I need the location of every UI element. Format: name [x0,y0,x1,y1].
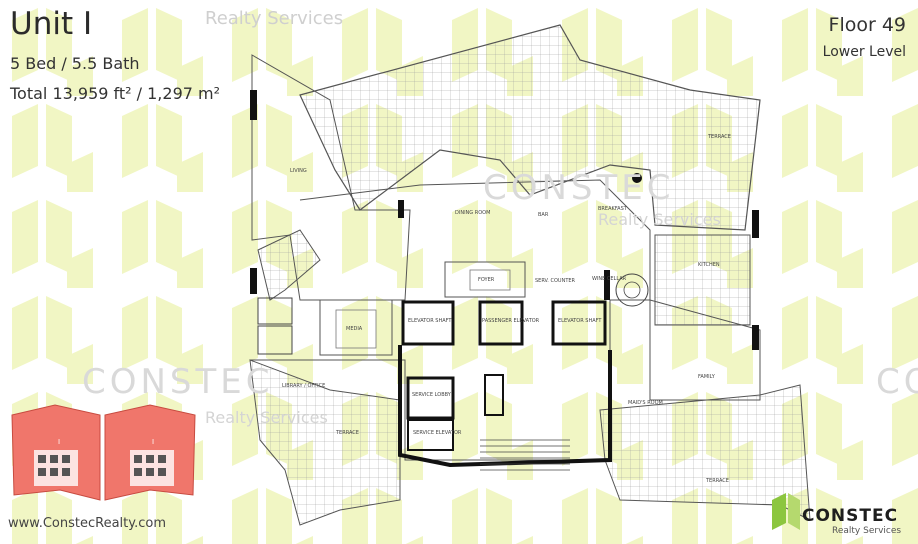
unit-title: Unit I [10,6,93,42]
room-label-service-lobby: SERVICE LOBBY [412,392,451,398]
room-label-service-elevator: SERVICE ELEVATOR [413,430,462,436]
room-label-library: LIBRARY / OFFICE [282,383,326,389]
room-label-terrace-top: TERRACE [708,134,731,140]
logo-name: CONSTEC [802,506,899,526]
watermark-constec-left: CONSTEC [82,362,274,402]
stairs [480,439,570,471]
room-label-serv-counter: SERV. COUNTER [535,278,576,284]
room-label-elevator-shaft-left: ELEVATOR SHAFT [408,318,452,324]
room-label-terrace-left: TERRACE [336,430,359,436]
room-label-breakfast: BREAKFAST [598,206,627,212]
keyplan-unit-label-left: I [58,438,61,446]
website-link[interactable]: www.ConstecRealty.com [8,516,166,531]
room-label-foyer: FOYER [478,277,495,283]
watermark-constec-right: CONSTEC [876,362,918,402]
room-label-kitchen: KITCHEN [698,262,720,268]
room-label-living: LIVING [290,168,307,174]
watermark-realty-services-center: Realty Services [598,210,721,229]
room-label-wine-cellar: WINE CELLAR [592,276,627,282]
bed-bath-count: 5 Bed / 5.5 Bath [10,54,140,73]
keyplan-unit-label-right: I [152,438,155,446]
room-label-dining: DINING ROOM [455,210,491,216]
floor-number: Floor 49 [828,14,906,36]
room-label-elevator-shaft-right: ELEVATOR SHAFT [558,318,602,324]
room-label-maids-room: MAID'S ROOM [628,400,663,406]
room-label-terrace-right: TERRACE [706,478,729,484]
room-label-media: MEDIA [346,326,363,332]
logo-tagline: Realty Services [832,526,902,536]
watermark-realty-services-top: Realty Services [205,8,344,29]
room-label-passenger-elevator: PASSENGER ELEVATOR [482,318,540,324]
terrace-top-area [299,24,761,231]
total-area: Total 13,959 ft² / 1,297 m² [10,84,221,103]
floor-level: Lower Level [822,44,906,60]
constec-logo-mark [772,493,800,530]
watermark-realty-services-left: Realty Services [205,408,328,427]
room-label-family: FAMILY [698,374,715,380]
watermark-constec-center: CONSTEC [483,168,675,208]
room-label-bar: BAR [538,212,549,218]
key-plan-thumbnail [11,404,196,501]
